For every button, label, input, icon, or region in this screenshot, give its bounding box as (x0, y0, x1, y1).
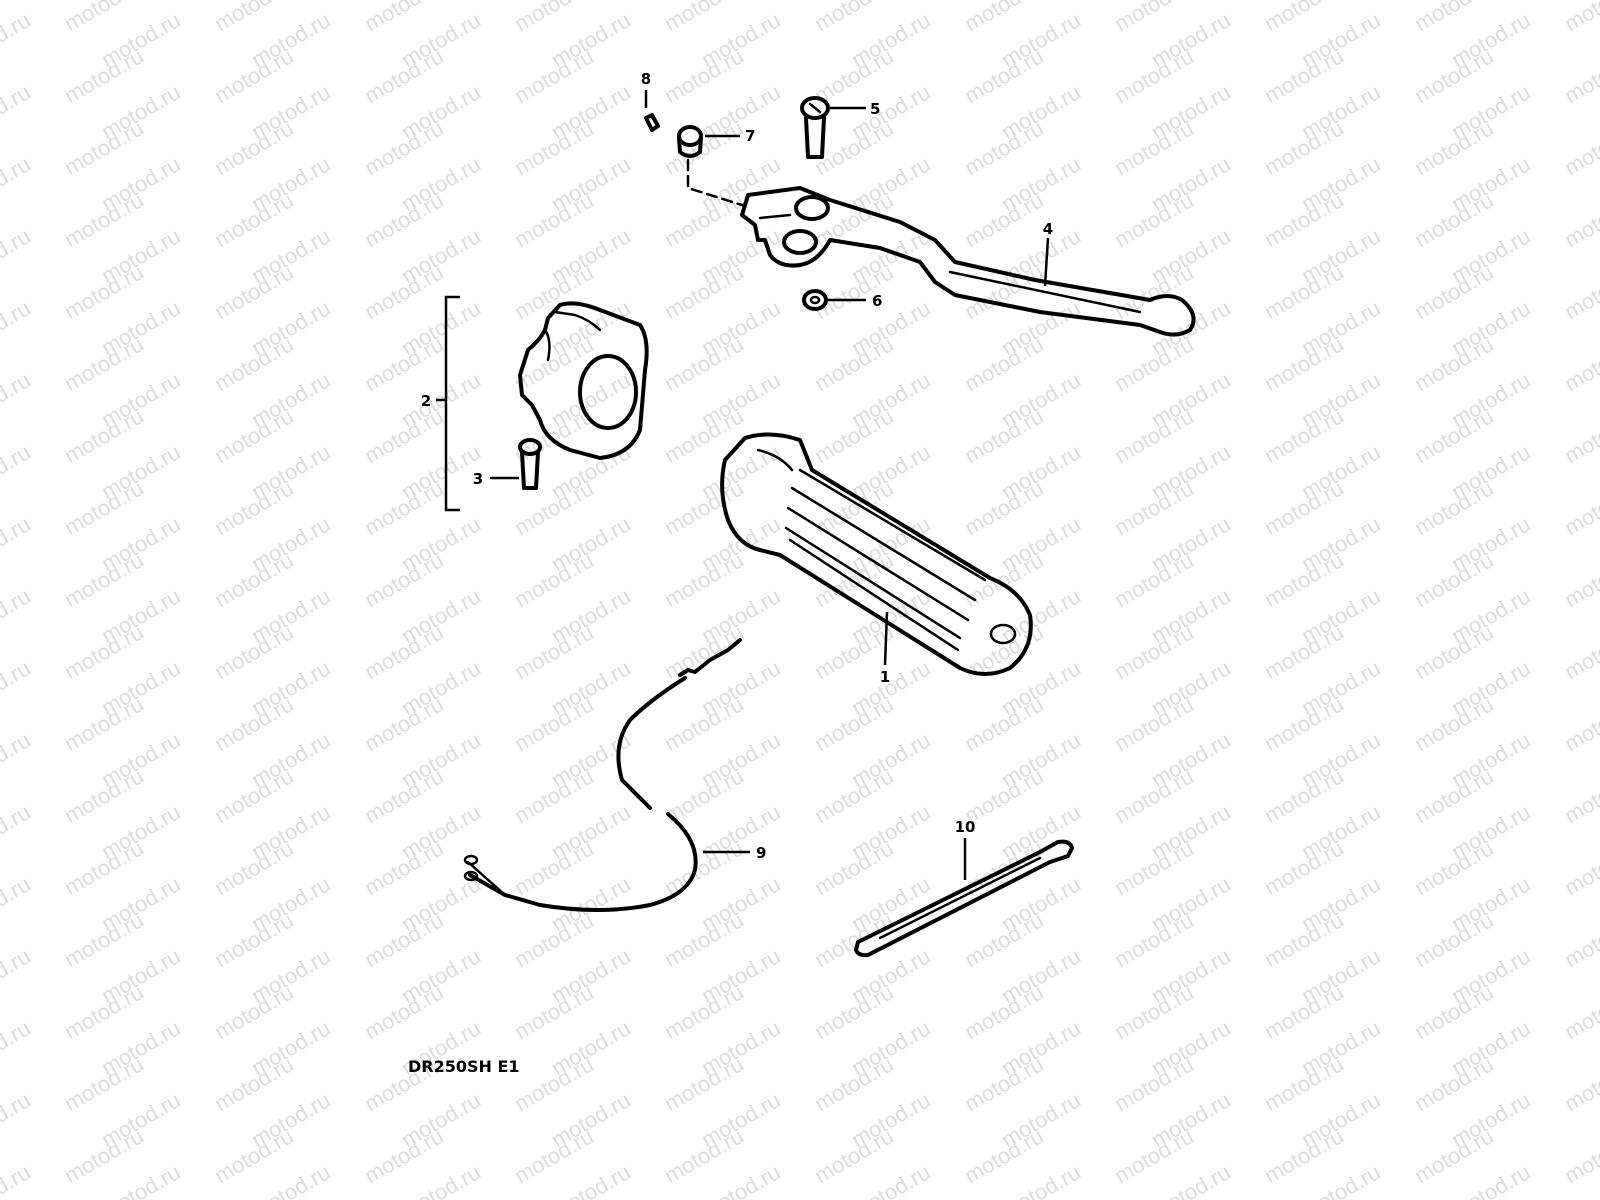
watermark-text: motod.ru (1560, 331, 1600, 396)
part-cable-tie[interactable] (854, 839, 1074, 958)
part-screw-3[interactable] (518, 438, 542, 490)
watermark-text: motod.ru (0, 655, 35, 720)
watermark-text: motod.ru (1560, 259, 1600, 324)
callout-4: 4 (1043, 220, 1053, 238)
watermark-text: motod.ru (0, 583, 35, 648)
watermark-text: motod.ru (1560, 403, 1600, 468)
watermark-text: motod.ru (0, 727, 35, 792)
watermark-text: motod.ru (1560, 43, 1600, 108)
group-bracket (436, 295, 460, 512)
part-grip[interactable] (720, 432, 1033, 676)
watermark-text: motod.ru (0, 799, 35, 864)
watermark-text: motod.ru (0, 871, 35, 936)
callout-10: 10 (955, 818, 976, 836)
watermark-text: motod.ru (1560, 835, 1600, 900)
watermark-text: motod.ru (1560, 1123, 1600, 1188)
part-lever[interactable] (740, 186, 1196, 337)
watermark-text: motod.ru (1560, 1195, 1600, 1200)
watermark-text: motod.ru (0, 223, 35, 288)
watermark-text: motod.ru (0, 1159, 35, 1200)
watermark-text: motod.ru (0, 511, 35, 576)
callout-7: 7 (745, 127, 755, 145)
watermark-text: motod.ru (1560, 547, 1600, 612)
model-code: DR250SH E1 (408, 1057, 520, 1076)
callout-8: 8 (641, 70, 651, 88)
callout-6: 6 (872, 292, 882, 310)
watermark-text: motod.ru (0, 151, 35, 216)
watermark-text: motod.ru (0, 439, 35, 504)
watermark-text: motod.ru (1560, 0, 1600, 36)
part-adjuster-7[interactable] (677, 125, 747, 208)
watermark-text: motod.ru (0, 943, 35, 1008)
watermark-text: motod.ru (0, 7, 35, 72)
watermark-text: motod.ru (0, 367, 35, 432)
watermark-text: motod.ru (0, 295, 35, 360)
part-switch-housing[interactable] (518, 301, 649, 460)
watermark-text: motod.ru (1560, 619, 1600, 684)
callout-9: 9 (756, 844, 766, 862)
leader-lines (490, 90, 1050, 880)
watermark-text: motod.ru (1560, 763, 1600, 828)
watermark-text: motod.ru (1560, 1051, 1600, 1116)
part-pin-8[interactable] (644, 113, 660, 132)
callout-3: 3 (473, 470, 483, 488)
part-wire[interactable] (463, 638, 742, 912)
watermark-text: motod.ru (1560, 691, 1600, 756)
watermark-text: motod.ru (0, 1015, 35, 1080)
watermark-text: motod.ru (0, 79, 35, 144)
watermark-text: motod.ru (0, 1087, 35, 1152)
part-bolt-5[interactable] (800, 96, 830, 159)
watermark-text: motod.ru (1560, 475, 1600, 540)
callout-2: 2 (421, 392, 431, 410)
callout-5: 5 (870, 100, 880, 118)
watermark-text: motod.ru (1560, 187, 1600, 252)
watermark-text: motod.ru (1560, 115, 1600, 180)
callout-labels: 8 7 5 4 6 2 3 1 9 10 (421, 70, 1053, 862)
watermark-text: motod.ru (1560, 979, 1600, 1044)
part-nut-6[interactable] (802, 289, 828, 311)
callout-1: 1 (880, 668, 890, 686)
watermark-text: motod.ru (1560, 907, 1600, 972)
